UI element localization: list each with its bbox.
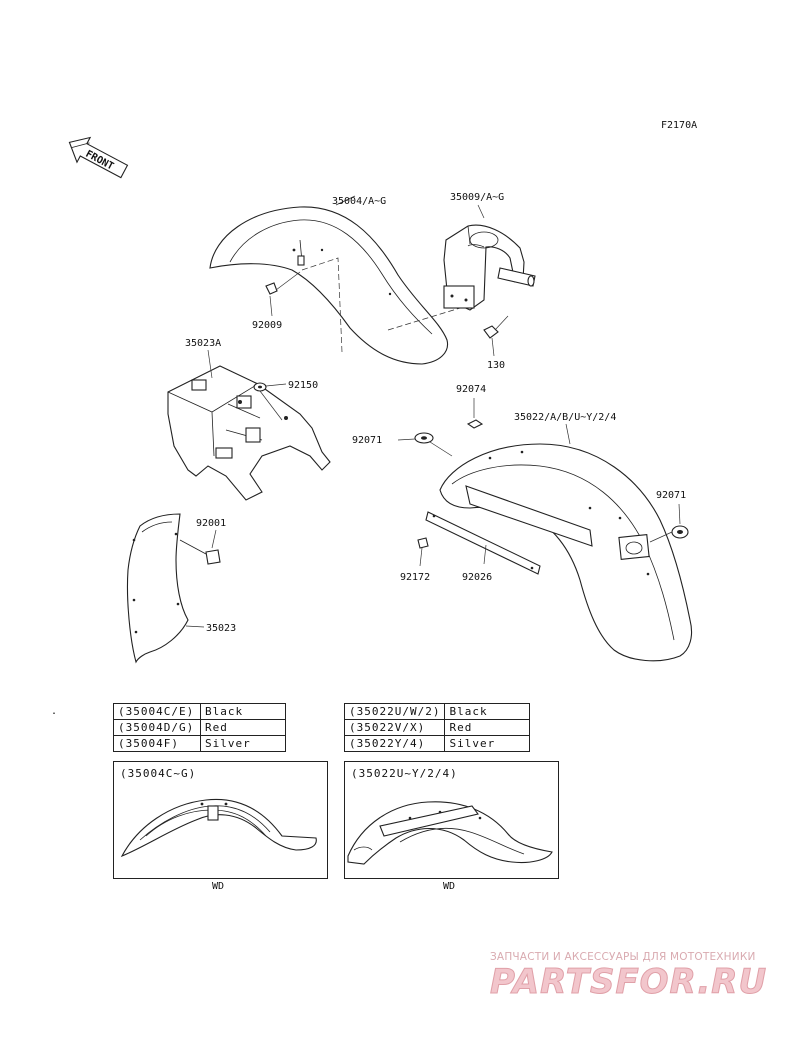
callout-92071-right: 92071 — [656, 490, 686, 501]
detail-caption: WD — [212, 881, 225, 892]
part-code: (35004F) — [113, 735, 201, 752]
color-name: Red — [200, 719, 286, 736]
table-row: (35004C/E) Black — [113, 703, 286, 720]
color-table-front-fender: (35004C/E) Black (35004D/G) Red (35004F)… — [113, 703, 286, 752]
color-name: Black — [200, 703, 286, 720]
detail-title: (35004C~G) — [120, 767, 197, 780]
callout-92071-left: 92071 — [352, 435, 382, 446]
callout-92074: 92074 — [456, 384, 486, 395]
table-row: (35022V/X) Red — [343, 719, 531, 736]
detail-title: (35022U~Y/2/4) — [351, 767, 458, 780]
callout-35022: 35022/A/B/U~Y/2/4 — [514, 412, 616, 423]
figure-code: F2170A — [661, 120, 698, 131]
color-name: Silver — [444, 735, 531, 752]
callout-35004: 35004/A~G — [332, 196, 386, 207]
table-row: (35004F) Silver — [113, 735, 286, 752]
color-name: Silver — [200, 735, 286, 752]
rear-fender-bracket — [167, 349, 331, 501]
front-fender — [209, 195, 471, 365]
table-row: (35004D/G) Red — [113, 719, 286, 736]
nut-92150 — [253, 382, 287, 421]
fender-bracket — [443, 204, 536, 311]
front-arrow: FRONT — [68, 136, 129, 179]
callout-92001: 92001 — [196, 518, 226, 529]
detail-front-fender — [120, 798, 317, 858]
table-row: (35022Y/4) Silver — [343, 735, 531, 752]
watermark-brand: PARTSFOR.RU — [489, 962, 768, 1003]
color-name: Black — [444, 703, 531, 720]
screw-92172 — [417, 537, 429, 567]
bolt-92001 — [179, 529, 221, 565]
part-code: (35022Y/4) — [343, 735, 446, 752]
callout-35023A: 35023A — [185, 338, 221, 349]
detail-box-rear: (35022U~Y/2/4) — [344, 761, 559, 879]
part-code: (35004D/G) — [113, 719, 201, 736]
part-code: (35022U/W/2) — [343, 703, 446, 720]
callout-92026: 92026 — [462, 572, 492, 583]
plate-92026 — [425, 511, 541, 575]
part-code: (35004C/E) — [113, 703, 201, 720]
callout-35009: 35009/A~G — [450, 192, 504, 203]
callout-92172: 92172 — [400, 572, 430, 583]
watermark-subtitle: ЗАПЧАСТИ И АКСЕССУАРЫ ДЛЯ МОТОТЕХНИКИ — [490, 951, 756, 963]
callout-92150: 92150 — [288, 380, 318, 391]
mud-flap — [126, 513, 205, 664]
detail-box-front: (35004C~G) — [113, 761, 328, 879]
color-name: Red — [444, 719, 531, 736]
rubber-92071-right — [649, 503, 689, 543]
color-table-rear-fender: (35022U/W/2) Black (35022V/X) Red (35022… — [343, 703, 531, 752]
part-code: (35022V/X) — [343, 719, 446, 736]
grommet-92074 — [466, 398, 484, 429]
callout-130: 130 — [487, 360, 505, 371]
callout-35023: 35023 — [206, 623, 236, 634]
stray-mark: . — [51, 706, 58, 717]
detail-rear-fender — [347, 801, 553, 865]
detail-caption: WD — [443, 881, 456, 892]
rubber-92071-left — [397, 432, 453, 457]
bolt-130 — [483, 315, 509, 357]
table-row: (35022U/W/2) Black — [343, 703, 531, 720]
rear-fender — [439, 423, 693, 662]
callout-92009: 92009 — [252, 320, 282, 331]
bolt-92009 — [265, 271, 301, 317]
